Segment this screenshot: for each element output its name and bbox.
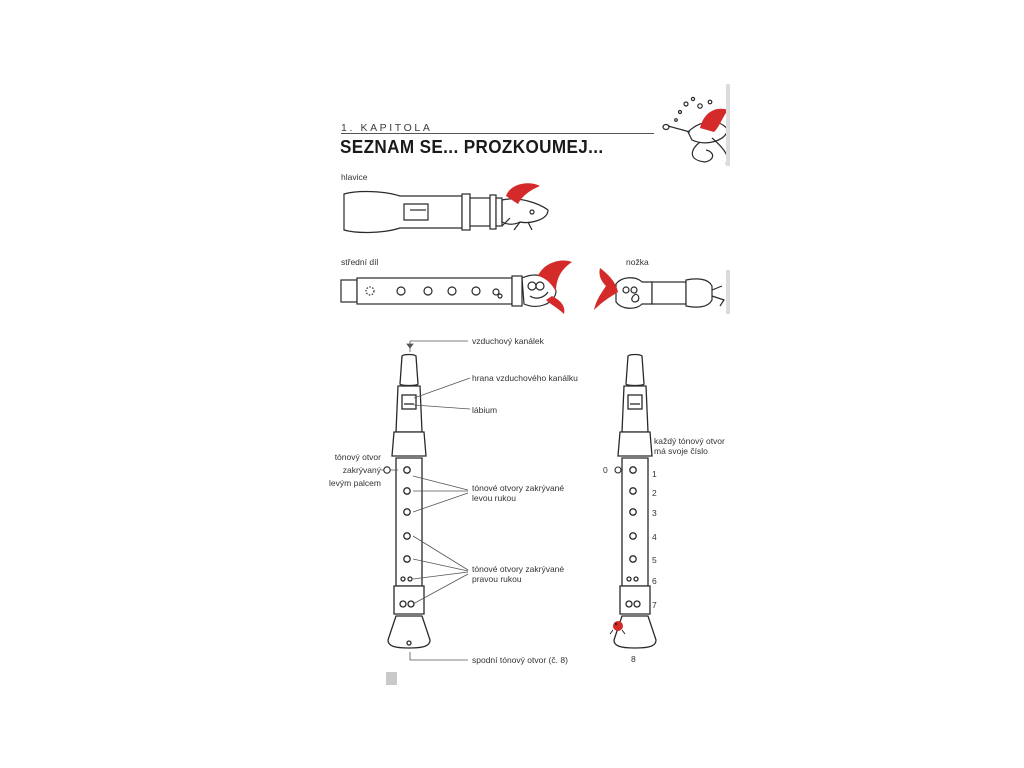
page-edge-shadow <box>726 84 730 166</box>
hole-number-7: 7 <box>652 600 657 610</box>
thumb-hole-marker <box>383 466 391 474</box>
middle-joint-illustration <box>340 274 557 307</box>
foot-joint-illustration <box>615 277 725 309</box>
mascot-top-right-illustration <box>662 96 729 165</box>
label-left-hand-holes-2: levou rukou <box>472 493 516 503</box>
mascot-top-hat-icon <box>700 108 728 132</box>
label-thumb-hole-1: tónový otvor <box>334 452 381 462</box>
hole-number-0: 0 <box>603 465 608 475</box>
label-labium: lábium <box>472 405 498 415</box>
label-each-hole-2: má svoje číslo <box>654 446 708 456</box>
hole-number-2: 2 <box>652 488 657 498</box>
label-air-channel: vzduchový kanálek <box>472 336 544 346</box>
label-each-hole-1: každý tónový otvor <box>654 436 725 446</box>
hole-number-1: 1 <box>652 469 657 479</box>
label-air-channel-edge: hrana vzduchového kanálku <box>472 373 578 383</box>
foot-joint-mascot-hat-icon <box>594 268 618 310</box>
label-bottom-hole: spodní tónový otvor (č. 8) <box>472 655 568 665</box>
label-right-hand-holes-2: pravou rukou <box>472 574 522 584</box>
label-middle-joint: střední díl <box>341 257 379 267</box>
head-joint-illustration <box>343 190 549 234</box>
label-thumb-hole-2: zakrývaný <box>342 465 381 475</box>
hole-number-8: 8 <box>631 654 636 664</box>
hole-number-6: 6 <box>652 576 657 586</box>
label-right-hand-holes-1: tónové otvory zakrývané <box>472 564 565 574</box>
page-corner-marker <box>386 672 397 685</box>
head-joint-mascot-hat-icon <box>506 183 540 204</box>
header-rule <box>341 133 654 134</box>
label-left-hand-holes-1: tónové otvory zakrývané <box>472 483 565 493</box>
hole-number-4: 4 <box>652 532 657 542</box>
thumb-hole-marker-right <box>614 466 622 474</box>
chapter-label: 1. KAPITOLA <box>341 122 433 134</box>
recorder-right-illustration <box>613 353 657 649</box>
hole-number-5: 5 <box>652 555 657 565</box>
middle-joint-mascot-hat-icon <box>538 260 572 314</box>
small-bug-mascot-icon <box>609 621 626 635</box>
recorder-left-illustration <box>387 353 431 649</box>
hole-number-3: 3 <box>652 508 657 518</box>
page-title: SEZNAM SE... PROZKOUMEJ... <box>340 137 604 157</box>
label-foot-joint: nožka <box>626 257 649 267</box>
label-thumb-hole-3: levým palcem <box>329 478 381 488</box>
label-head-joint: hlavice <box>341 172 368 182</box>
page-edge-shadow-2 <box>726 270 730 314</box>
